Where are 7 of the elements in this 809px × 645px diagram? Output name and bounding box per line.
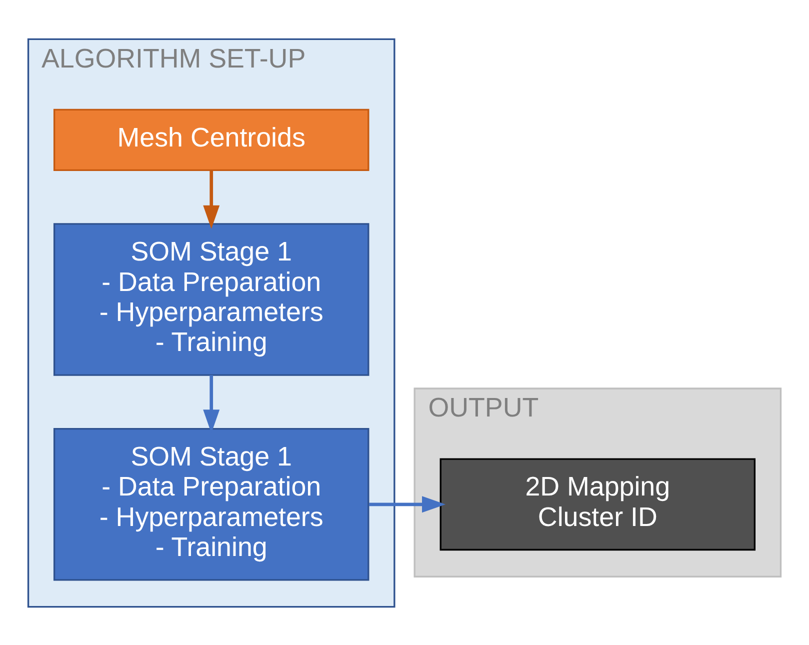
arrow	[203, 170, 220, 228]
arrow	[369, 496, 446, 512]
node-box: SOM Stage 1 - Data Preparation - Hyperparameters - Training	[53, 427, 370, 580]
node-box: Mesh Centroids	[53, 108, 370, 170]
node-box: SOM Stage 1 - Data Preparation - Hyperparameters - Training	[53, 222, 370, 376]
arrow	[203, 374, 220, 433]
node-box: 2D Mapping Cluster ID	[440, 458, 756, 550]
